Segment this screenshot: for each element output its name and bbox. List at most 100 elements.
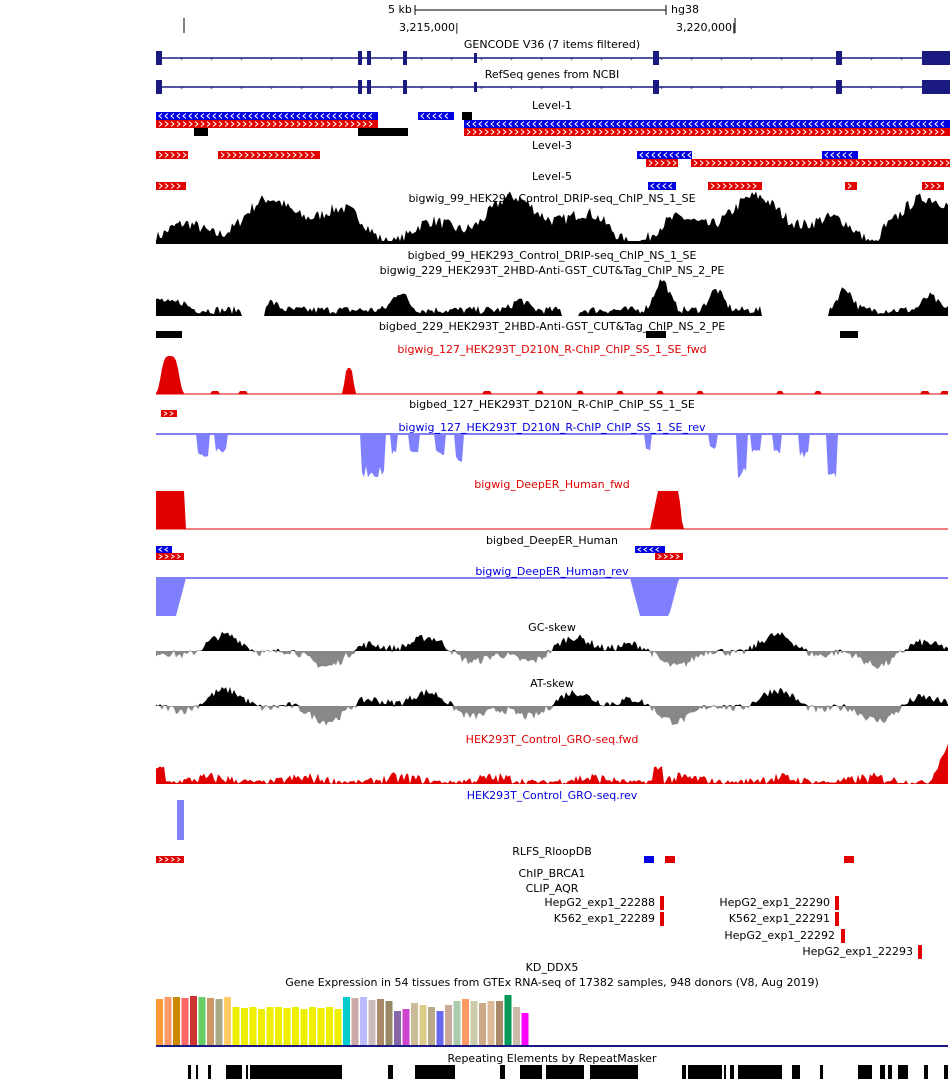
rlfs-feature [156, 856, 184, 863]
aqr-item-label[interactable]: K562_exp1_22289 [553, 912, 655, 925]
track-title-bigwig229[interactable]: bigwig_229_HEK293T_2HBD-Anti-GST_CUT&Tag… [379, 264, 725, 277]
level1-rev-feature-chevron [754, 121, 759, 127]
gc-skew-signal-positive [156, 631, 948, 651]
level1-rev-feature-chevron [568, 121, 573, 127]
track-title-repeatmasker[interactable]: Repeating Elements by RepeatMasker [447, 1052, 657, 1065]
level1-rev-feature-chevron [658, 121, 663, 127]
level1-fwd-feature-chevron [562, 129, 567, 135]
level3-feature-chevron [891, 160, 896, 166]
level5-feature [708, 182, 762, 190]
track-title-gro-fwd[interactable]: HEK293T_Control_GRO-seq.fwd [465, 733, 639, 746]
bigbed127-feature-chevron [163, 411, 168, 416]
level1-fwd-feature-chevron [278, 121, 283, 127]
level1-fwd-feature-chevron [874, 129, 879, 135]
level1-fwd-feature-chevron [182, 121, 187, 127]
track-title-level3[interactable]: Level-3 [531, 139, 572, 152]
track-title-bigbed99[interactable]: bigbed_99_HEK293_Control_DRIP-seq_ChIP_N… [407, 249, 697, 262]
gencode-gene-strand-arrow: › [300, 54, 303, 63]
level1-rev-feature-chevron [694, 121, 699, 127]
level1-rev-feature-chevron [260, 113, 265, 119]
track-title-bigbed127[interactable]: bigbed_127_HEK293T_D210N_R-ChIP_ChIP_SS_… [409, 398, 695, 411]
level1-rev-feature-chevron [248, 113, 253, 119]
refseq-gene-strand-arrow: › [810, 83, 813, 92]
level1-rev-feature-chevron [736, 121, 741, 127]
aqr-item-label[interactable]: HepG2_exp1_22293 [802, 945, 913, 958]
repeat-element [188, 1065, 191, 1079]
level1-fwd-feature-chevron [844, 129, 849, 135]
level1-fwd-feature-chevron [484, 129, 489, 135]
level3-feature-chevron [244, 152, 249, 158]
deeper-bed-feature-chevron [176, 554, 181, 559]
track-title-bigwig127-rev[interactable]: bigwig_127_HEK293T_D210N_R-ChIP_ChIP_SS_… [398, 421, 706, 434]
level3-feature-chevron [286, 152, 291, 158]
track-title-refseq[interactable]: RefSeq genes from NCBI [484, 68, 620, 81]
level1-rev-feature-chevron [760, 121, 765, 127]
level1-rev-feature-chevron [574, 121, 579, 127]
aqr-item-label[interactable]: HepG2_exp1_22290 [719, 896, 830, 909]
level3-feature-chevron [280, 152, 285, 158]
aqr-item-label[interactable]: HepG2_exp1_22292 [724, 929, 835, 942]
level1-rev-feature-chevron [676, 121, 681, 127]
rlfs-feature-chevron [164, 857, 169, 862]
gencode-gene-strand-arrow: › [210, 54, 213, 63]
level1-fwd-feature-chevron [362, 121, 367, 127]
refseq-gene-strand-arrow: › [900, 83, 903, 92]
aqr-item-mark [841, 929, 845, 943]
level3-feature-chevron [304, 152, 309, 158]
track-title-gc-skew[interactable]: GC-skew [528, 621, 576, 634]
gtex-tissue-bar [368, 1000, 376, 1045]
track-title-bigwig127-fwd[interactable]: bigwig_127_HEK293T_D210N_R-ChIP_ChIP_SS_… [397, 343, 707, 356]
gencode-gene-strand-arrow: › [420, 54, 423, 63]
level1-fwd-feature-chevron [688, 129, 693, 135]
level1-fwd-feature-chevron [640, 129, 645, 135]
level1-rev-feature-chevron [432, 113, 437, 119]
gencode-gene-strand-arrow: › [570, 54, 573, 63]
level5-feature-chevron [716, 183, 721, 189]
track-title-gtex[interactable]: Gene Expression in 54 tissues from GTEx … [285, 976, 819, 989]
gtex-tissue-bar [326, 1007, 333, 1045]
repeat-element [500, 1065, 505, 1079]
level1-rev-feature-chevron [664, 121, 669, 127]
track-title-rlfs[interactable]: RLFS_RloopDB [512, 845, 592, 858]
level3-feature-chevron [170, 152, 175, 158]
track-title-level1[interactable]: Level-1 [531, 99, 572, 112]
level1-rev-feature-chevron [314, 113, 319, 119]
level1-rev-feature-chevron [508, 121, 513, 127]
level1-rev-feature-chevron [206, 113, 211, 119]
level1-rev-feature-chevron [308, 113, 313, 119]
track-title-deeper-rev[interactable]: bigwig_DeepER_Human_rev [475, 565, 629, 578]
level5-feature-chevron [752, 183, 757, 189]
track-title-level5[interactable]: Level-5 [531, 170, 572, 183]
track-title-bigbed229[interactable]: bigbed_229_HEK293T_2HBD-Anti-GST_CUT&Tag… [378, 320, 726, 333]
level1-fwd-feature-chevron [700, 129, 705, 135]
level1-fwd-feature-chevron [586, 129, 591, 135]
aqr-item-label[interactable]: HepG2_exp1_22288 [544, 896, 655, 909]
drip-seq-signal [156, 191, 948, 244]
track-title-at-skew[interactable]: AT-skew [530, 677, 574, 690]
level3-feature-chevron [220, 152, 225, 158]
gtex-tissue-bar [334, 1009, 342, 1045]
level3-feature-chevron [765, 160, 770, 166]
gencode-gene-strand-arrow: › [900, 54, 903, 63]
track-title-bigwig99[interactable]: bigwig_99_HEK293_Control_DRIP-seq_ChIP_N… [408, 192, 696, 205]
aqr-item-label[interactable]: K562_exp1_22291 [728, 912, 830, 925]
level1-rev-feature-chevron [544, 121, 549, 127]
track-title-kd-ddx5[interactable]: KD_DDX5 [525, 961, 579, 974]
track-title-gencode[interactable]: GENCODE V36 (7 items filtered) [463, 38, 641, 51]
track-title-gro-rev[interactable]: HEK293T_Control_GRO-seq.rev [466, 789, 638, 802]
level1-fwd-feature-chevron [598, 129, 603, 135]
level1-rev-feature-chevron [170, 113, 175, 119]
level1-rev-feature [418, 112, 454, 120]
at-skew-signal-negative [156, 706, 948, 726]
track-title-aqr[interactable]: CLIP_AQR [525, 882, 579, 895]
track-title-deeper-fwd[interactable]: bigwig_DeepER_Human_fwd [474, 478, 630, 491]
gencode-gene-exon [403, 51, 407, 65]
level1-fwd-feature-chevron [290, 121, 295, 127]
level1-fwd-feature-chevron [338, 121, 343, 127]
track-title-brca1[interactable]: ChIP_BRCA1 [518, 867, 586, 880]
track-title-deeper-bed[interactable]: bigbed_DeepER_Human [485, 534, 618, 547]
level3-feature-chevron [861, 160, 866, 166]
level3-feature-chevron [660, 160, 665, 166]
level1-rev-feature-chevron [466, 121, 471, 127]
level1-rev-feature-chevron [254, 113, 259, 119]
